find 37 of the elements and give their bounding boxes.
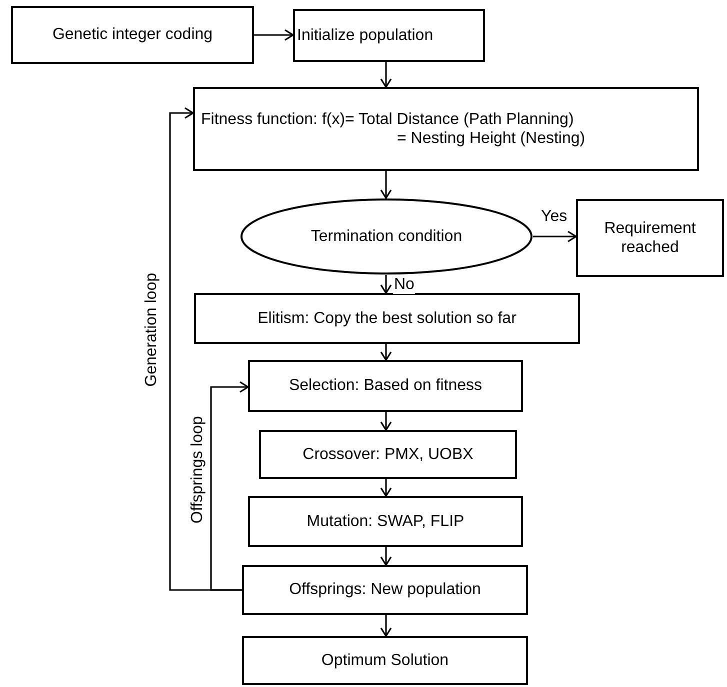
edge-label: Generation loop [143, 272, 161, 388]
process-box [248, 360, 523, 412]
process-box [242, 636, 528, 685]
node-text: Offsprings: New population [288, 580, 482, 600]
node-text: Termination condition [310, 226, 464, 246]
arrow [380, 479, 392, 497]
edge-label: No [393, 276, 416, 294]
process-box [194, 293, 580, 344]
node-text: Elitism: Copy the best solution so far [256, 308, 518, 328]
arrow [380, 344, 392, 361]
arrow [254, 29, 294, 41]
arrow [380, 412, 392, 431]
node-text: Initialize population [296, 26, 434, 46]
node-text: Mutation: SWAP, FLIP [306, 512, 466, 532]
node-text: Selection: Based on fitness [288, 376, 483, 396]
node-text: Optimum Solution [320, 650, 450, 670]
arrow [380, 62, 392, 88]
process-box [11, 6, 254, 64]
arrow [380, 275, 392, 294]
process-box [242, 565, 528, 615]
process-box [259, 430, 517, 479]
node-text: Genetic integer coding [51, 25, 214, 45]
process-box [576, 199, 724, 277]
arrow [380, 171, 392, 199]
arrow [210, 381, 249, 591]
decision-ellipse [240, 198, 533, 275]
arrow [380, 547, 392, 566]
arrow [380, 615, 392, 637]
node-text: = Nesting Height (Nesting) [396, 129, 586, 148]
arrow [533, 230, 577, 242]
edge-label: Offsprings loop [188, 415, 206, 524]
process-box [293, 9, 485, 62]
node-text: Crossover: PMX, UOBX [302, 444, 474, 464]
process-box [248, 496, 523, 547]
node-text: Requirement reached [603, 218, 697, 258]
node-text: Fitness function: f(x)= Total Distance (Path Planning) [200, 110, 575, 129]
process-box [193, 87, 699, 171]
